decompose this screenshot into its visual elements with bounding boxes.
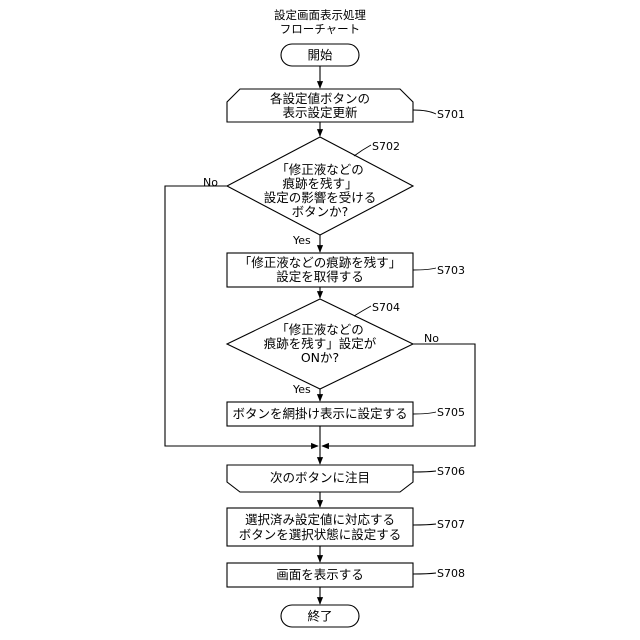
s703-leader <box>413 268 436 270</box>
s708-text-line-1: 画面を表示する <box>276 567 364 582</box>
s702-step-label: S702 <box>372 140 400 153</box>
s702-no-label: No <box>203 176 218 189</box>
s704-text-line-2: 痕跡を残す」設定が <box>264 336 377 351</box>
s704-text-line-1: 「修正液などの <box>276 322 364 337</box>
s704-leader <box>354 306 371 316</box>
s704-yes-label: Yes <box>292 383 311 396</box>
s702-text-line-4: ボタンか? <box>292 204 349 219</box>
end-label: 終了 <box>307 609 332 624</box>
s703-step-label: S703 <box>437 264 465 277</box>
s701-text-line-1: 各設定値ボタンの <box>270 91 370 106</box>
s702-text-line-3: 設定の影響を受ける <box>264 190 377 205</box>
title-line-1: 設定画面表示処理 <box>274 8 366 22</box>
s705-text-line-1: ボタンを網掛け表示に設定する <box>232 406 407 421</box>
s708-step-label: S708 <box>437 567 465 580</box>
s702-yes-label: Yes <box>292 234 311 247</box>
s706-text-line-1: 次のボタンに注目 <box>270 470 370 485</box>
s702-text-line-1: 「修正液などの <box>276 162 364 177</box>
s707-leader <box>413 524 436 525</box>
s705-leader <box>413 412 436 414</box>
s705-step-label: S705 <box>437 406 465 419</box>
s707-text-line-1: 選択済み設定値に対応する <box>245 512 395 527</box>
s702-text-line-2: 痕跡を残す」 <box>282 176 357 191</box>
start-label: 開始 <box>307 48 333 63</box>
s701-step-label: S701 <box>437 108 465 121</box>
s704-step-label: S704 <box>372 301 400 314</box>
s704-text-line-3: ONか? <box>301 350 339 365</box>
s703-text-line-1: 「修正液などの痕跡を残す」 <box>239 255 402 270</box>
s701-text-line-2: 表示設定更新 <box>282 105 357 120</box>
s707-step-label: S707 <box>437 518 465 531</box>
s702-leader <box>354 145 371 156</box>
s708-leader <box>413 573 436 574</box>
s706-step-label: S706 <box>437 465 465 478</box>
title-line-2: フローチャート <box>280 22 360 36</box>
s701-leader <box>413 110 436 114</box>
s704-no-label: No <box>424 332 439 345</box>
s706-leader <box>413 471 436 472</box>
s707-text-line-2: ボタンを選択状態に設定する <box>239 527 402 542</box>
s703-text-line-2: 設定を取得する <box>276 269 364 284</box>
